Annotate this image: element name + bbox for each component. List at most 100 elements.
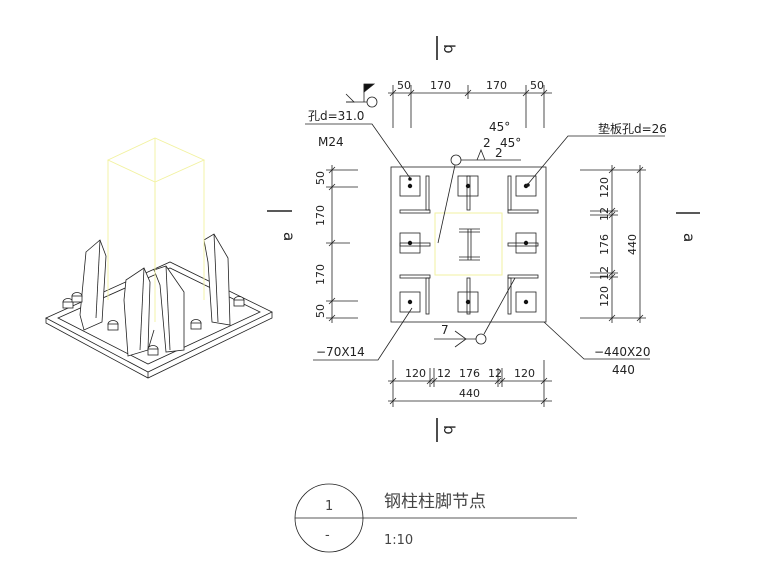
dim-top-2: 170 [430, 79, 451, 92]
bolt-washers [399, 175, 537, 313]
base-plate-outline [390, 166, 547, 323]
dim-top-3: 170 [486, 79, 507, 92]
washer-9 [515, 291, 537, 313]
dim-top [388, 85, 552, 128]
dim-top-tick-1 [389, 89, 397, 97]
rib-slot-right-bottom [507, 277, 512, 315]
label-angle2: 45° [500, 136, 521, 150]
dim-right-3: 176 [598, 234, 611, 255]
dim-bottom-2: 12 [437, 367, 451, 380]
h-section [459, 228, 480, 261]
rib-slot-top-right [507, 209, 539, 214]
dim-bottom-tick-6 [540, 377, 548, 385]
bolt-hole-2 [465, 183, 471, 189]
dim-bottom-tick-7 [389, 397, 397, 405]
dim-bottom-total: 440 [459, 387, 480, 400]
dim-right-tick-8 [636, 314, 644, 322]
leader-washer [527, 135, 665, 185]
dim-bottom-tick-3 [430, 377, 438, 385]
dim-bottom-tick-8 [540, 397, 548, 405]
washer-2 [457, 175, 479, 197]
section-b-top: b [440, 44, 458, 54]
dim-right-5: 120 [598, 286, 611, 307]
dim-right-4: 12 [598, 266, 611, 280]
leader-washer-dot [526, 183, 530, 187]
washer-4 [399, 232, 421, 254]
section-a-right: a [680, 233, 698, 242]
dim-right-total: 440 [626, 234, 639, 255]
dim-bottom-1: 120 [405, 367, 426, 380]
title-text: 钢柱柱脚节点 [384, 492, 486, 512]
dim-right-tick-1 [608, 166, 616, 174]
weld-symbol-circle-1 [366, 96, 378, 108]
title-sub: - [325, 528, 330, 543]
rib-slot-bottom-left [399, 274, 431, 279]
washer-3 [515, 175, 537, 197]
weld-symbol-circle-3 [475, 333, 487, 345]
dim-top-tick-5 [540, 89, 548, 97]
iso-rib-front-edge2 [165, 265, 171, 351]
dim-left-tick-3 [328, 239, 336, 247]
dim-left-3: 170 [314, 264, 327, 285]
iso-rib-front-left [123, 267, 151, 357]
rib-slot-top-left [399, 209, 431, 214]
weld-symbol-circle-2 [450, 154, 462, 166]
weld-45-v [476, 148, 486, 161]
plan-view [267, 36, 700, 442]
dim-bottom-tick-2 [426, 377, 434, 385]
washer-7 [399, 291, 421, 313]
label-base-plate-sub: 440 [612, 363, 635, 377]
dim-bottom-tick-5 [498, 377, 506, 385]
dim-bottom [388, 360, 552, 407]
bolt-hole-7 [407, 299, 413, 305]
dim-bottom-5: 120 [514, 367, 535, 380]
washer-8 [457, 291, 479, 313]
iso-rib-left [79, 239, 107, 331]
dim-bottom-tick-4 [494, 377, 502, 385]
weld-7-leader [483, 277, 516, 335]
weld-45-leader [437, 164, 456, 244]
title-block [294, 483, 577, 553]
leader-hole [305, 123, 411, 179]
iso-rib-left-edge [95, 239, 101, 319]
bolt-hole-9 [523, 299, 529, 305]
rib-slot-mid-left [399, 242, 431, 247]
dim-left-tick-1 [328, 166, 336, 174]
label-base-plate: −440X20 [594, 345, 650, 359]
washer-6 [515, 232, 537, 254]
dim-right [580, 165, 646, 323]
dim-right-tick-4 [608, 269, 616, 277]
title-number: 1 [325, 499, 333, 514]
rib-slot-bottom-right [507, 274, 539, 279]
isometric-view [45, 137, 273, 379]
bolt-hole-8 [465, 299, 471, 305]
iso-column [106, 137, 206, 322]
section-b-bottom: b [440, 425, 458, 435]
rib-slot-mid-top [466, 175, 471, 211]
bolt-hole-4 [407, 240, 413, 246]
dim-top-4: 50 [530, 79, 544, 92]
dim-bottom-4: 12 [488, 367, 502, 380]
dim-top-tick-4 [522, 89, 530, 97]
dim-bottom-3: 176 [459, 367, 480, 380]
section-a-left: a [280, 232, 298, 241]
label-washer-hole: 垫板孔d=26 [598, 121, 667, 136]
iso-column-top [106, 137, 206, 183]
dim-top-tick-2 [407, 89, 415, 97]
bolt-holes [407, 183, 529, 305]
label-angle1: 45° [489, 120, 510, 134]
leader-hole-dot [408, 177, 412, 181]
title-scale: 1:10 [384, 533, 413, 548]
dim-top-tick-3 [464, 89, 472, 97]
rib-slot-right-top [507, 175, 512, 211]
iso-bolt-6-nut [147, 348, 159, 356]
dim-right-tick-2 [608, 207, 616, 215]
iso-bolt-1-nut [62, 301, 74, 309]
rib-slot-left-bottom [425, 277, 430, 315]
leader-base [543, 321, 650, 360]
section-letters: a a b b [280, 44, 698, 435]
weld-7-v [454, 330, 467, 348]
dim-right-tick-7 [636, 166, 644, 174]
label-rib-plate: −70X14 [316, 345, 365, 359]
